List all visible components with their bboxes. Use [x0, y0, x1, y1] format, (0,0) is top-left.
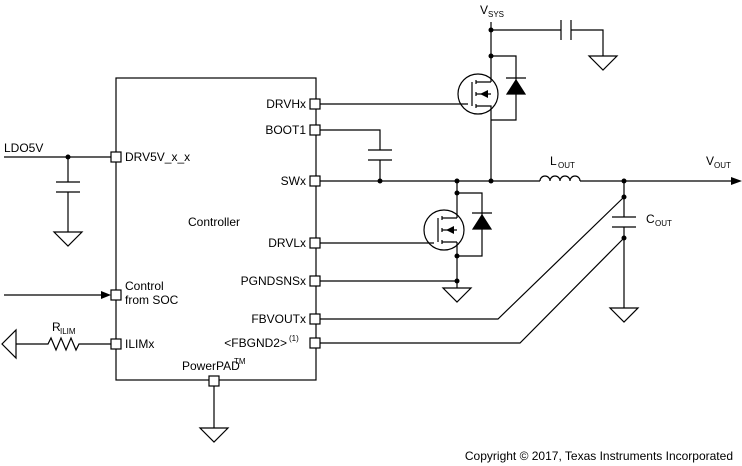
vout-sub: OUT [714, 161, 731, 170]
pin-drvlx [309, 237, 321, 249]
rilim-label: R [52, 320, 61, 334]
ls-fet-body [423, 209, 465, 251]
fbgnd-wire [320, 237, 625, 344]
pin-ilimx-label: ILIMx [125, 337, 154, 351]
pin-fbvoutx [309, 313, 321, 325]
pin-fbvoutx-label: FBVOUTx [251, 312, 306, 326]
pin-powerpad [208, 375, 220, 387]
hs-fet-body [457, 73, 499, 115]
ls-diode [471, 212, 493, 230]
pin-control-label-1: Control [125, 279, 164, 293]
hs-fet-internals [471, 72, 492, 120]
ls-fet-internals [437, 181, 458, 256]
pin-pgndsnsx-label: PGNDSNSx [241, 274, 306, 288]
vsys-label: V [480, 3, 488, 17]
pin-boot1-label: BOOT1 [265, 123, 306, 137]
fbvout-wire [320, 196, 625, 320]
pin-control [110, 289, 122, 301]
cout-sub: OUT [655, 219, 672, 228]
ground-symbol-pgnd [441, 287, 473, 303]
inductor [539, 175, 581, 182]
ground-symbol-cout [608, 307, 640, 323]
pin-control-label-2: from SOC [125, 293, 179, 307]
hs-diode [505, 77, 527, 95]
control-arrow [101, 291, 111, 299]
pgnd-junction [454, 278, 460, 284]
vsys-cap-wire [491, 29, 604, 56]
sw-junction-1 [377, 178, 383, 184]
ls-fet-arrow [446, 226, 454, 234]
pin-drvhx-label: DRVHx [266, 97, 306, 111]
cout-capacitor [612, 216, 636, 228]
vsys-sub: SYS [488, 10, 504, 19]
rilim-sub: ILIM [60, 327, 76, 336]
pin-boot1 [309, 124, 321, 136]
pgnd-wire [320, 256, 458, 288]
pin-drvlx-label: DRVLx [268, 236, 306, 250]
lout-sub: OUT [558, 161, 575, 170]
controller-label: Controller [188, 215, 240, 229]
vsys-capacitor [560, 20, 572, 40]
pin-fbgnd2 [309, 337, 321, 349]
ground-symbol-powerpad [198, 427, 230, 443]
vout-arrow [731, 177, 742, 185]
copyright-text: Copyright © 2017, Texas Instruments Inco… [465, 449, 733, 463]
rilim-resistor [16, 336, 111, 352]
ldo5v-label: LDO5V [4, 141, 43, 155]
ground-symbol-vsys [587, 55, 619, 71]
boot-wire [320, 129, 381, 181]
pin-swx-label: SWx [281, 174, 306, 188]
controller-block [115, 77, 317, 381]
pin-drv5v [110, 151, 122, 163]
pin-drv5v-label: DRV5V_x_x [125, 150, 190, 164]
pin-powerpad-tm: TM [234, 357, 246, 366]
cout-label: C [646, 212, 655, 226]
pin-fbgnd2-label: <FBGND2> [224, 336, 287, 350]
hs-fet-arrow [480, 90, 488, 98]
ground-symbol-ldo5v [52, 231, 84, 247]
ldo5v-capacitor [56, 181, 80, 193]
pin-swx [309, 175, 321, 187]
pin-pgndsnsx [309, 275, 321, 287]
lout-label: L [550, 154, 557, 168]
boot-capacitor [368, 149, 392, 161]
vout-label: V [706, 154, 714, 168]
pin-fbgnd2-note: (1) [289, 334, 299, 343]
pin-ilimx [110, 338, 122, 350]
pin-powerpad-label: PowerPAD [182, 359, 240, 373]
ground-symbol-ilim [1, 328, 17, 360]
pin-drvhx [309, 98, 321, 110]
sw-junction-3 [488, 178, 494, 184]
